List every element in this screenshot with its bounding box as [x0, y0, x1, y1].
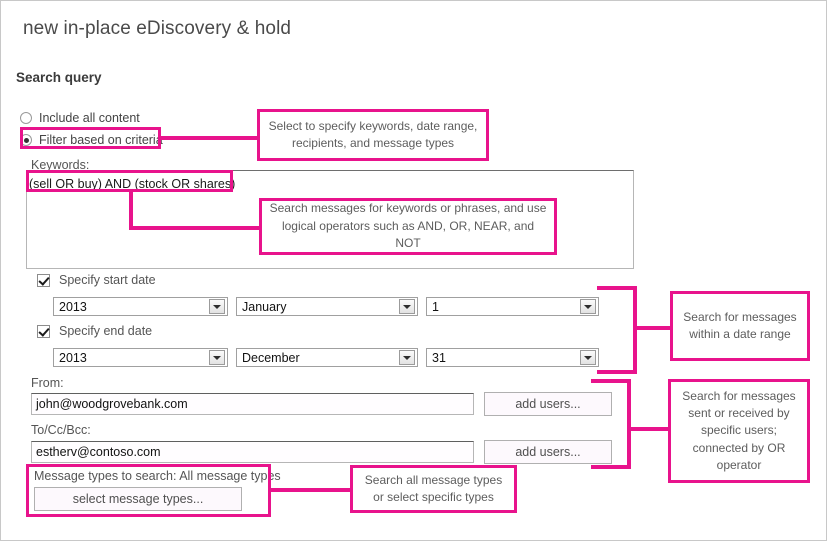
to-cc-bcc-input[interactable]: estherv@contoso.com [31, 441, 474, 463]
bracket-dates-top [597, 286, 637, 290]
select-message-types-button[interactable]: select message types... [34, 487, 242, 511]
highlight-filter-criteria [20, 127, 161, 149]
chevron-down-icon[interactable] [209, 350, 225, 365]
from-input[interactable]: john@woodgrovebank.com [31, 393, 474, 415]
checkbox-label-end-date: Specify end date [59, 324, 153, 338]
connector-recipients [627, 427, 671, 431]
bracket-recipients-top [591, 379, 631, 383]
message-types-label: Message types to search: All message typ… [34, 469, 281, 483]
select-start-month[interactable]: January [236, 297, 418, 316]
checkbox-indicator-end-date [37, 324, 50, 338]
keywords-label: Keywords: [31, 158, 90, 172]
select-end-month[interactable]: December [236, 348, 418, 367]
radio-indicator-include-all [20, 112, 32, 124]
bracket-recipients-bottom [591, 465, 631, 469]
section-title-search-query: Search query [16, 70, 102, 85]
bracket-recipients-right [627, 379, 631, 469]
connector-keywords-horizontal [129, 226, 264, 230]
radio-filter-based-on-criteria[interactable]: Filter based on criteria [20, 133, 163, 147]
select-end-month-value: December [242, 350, 300, 365]
connector-message-types [269, 488, 353, 492]
bracket-dates-right [633, 286, 637, 374]
bracket-dates-bottom [597, 370, 637, 374]
checkbox-indicator-start-date [37, 273, 50, 287]
select-end-year-value: 2013 [59, 350, 87, 365]
chevron-down-icon[interactable] [580, 299, 596, 314]
connector-keywords-vertical [129, 190, 133, 230]
checkbox-specify-end-date[interactable]: Specify end date [37, 324, 152, 338]
callout-scope: Select to specify keywords, date range, … [257, 109, 489, 161]
radio-label-include-all: Include all content [39, 111, 140, 125]
chevron-down-icon[interactable] [580, 350, 596, 365]
connector-dates [633, 326, 673, 330]
to-cc-bcc-label: To/Cc/Bcc: [31, 423, 91, 437]
from-label: From: [31, 376, 64, 390]
connector-scope [159, 136, 261, 140]
radio-indicator-filter-criteria [20, 134, 32, 146]
add-users-from-button[interactable]: add users... [484, 392, 612, 416]
chevron-down-icon[interactable] [399, 350, 415, 365]
chevron-down-icon[interactable] [209, 299, 225, 314]
select-start-month-value: January [242, 299, 287, 314]
callout-dates: Search for messages within a date range [670, 291, 810, 361]
highlight-message-types [26, 464, 271, 517]
page-title: new in-place eDiscovery & hold [23, 18, 292, 39]
callout-keywords: Search messages for keywords or phrases,… [259, 198, 557, 255]
select-end-day[interactable]: 31 [426, 348, 599, 367]
keywords-value: (sell OR buy) AND (stock OR shares) [29, 177, 236, 191]
select-start-year[interactable]: 2013 [53, 297, 228, 316]
select-start-year-value: 2013 [59, 299, 87, 314]
from-value: john@woodgrovebank.com [36, 397, 188, 411]
highlight-keywords-value [26, 170, 233, 192]
add-users-to-button[interactable]: add users... [484, 440, 612, 464]
select-end-day-value: 31 [432, 350, 446, 365]
callout-recipients: Search for messages sent or received by … [668, 379, 810, 483]
radio-include-all-content[interactable]: Include all content [20, 111, 140, 125]
checkbox-label-start-date: Specify start date [59, 273, 156, 287]
select-start-day-value: 1 [432, 299, 439, 314]
callout-message-types: Search all message types or select speci… [350, 465, 517, 513]
select-end-year[interactable]: 2013 [53, 348, 228, 367]
to-cc-bcc-value: estherv@contoso.com [36, 445, 161, 459]
checkbox-specify-start-date[interactable]: Specify start date [37, 273, 156, 287]
chevron-down-icon[interactable] [399, 299, 415, 314]
radio-label-filter-criteria: Filter based on criteria [39, 133, 163, 147]
select-start-day[interactable]: 1 [426, 297, 599, 316]
